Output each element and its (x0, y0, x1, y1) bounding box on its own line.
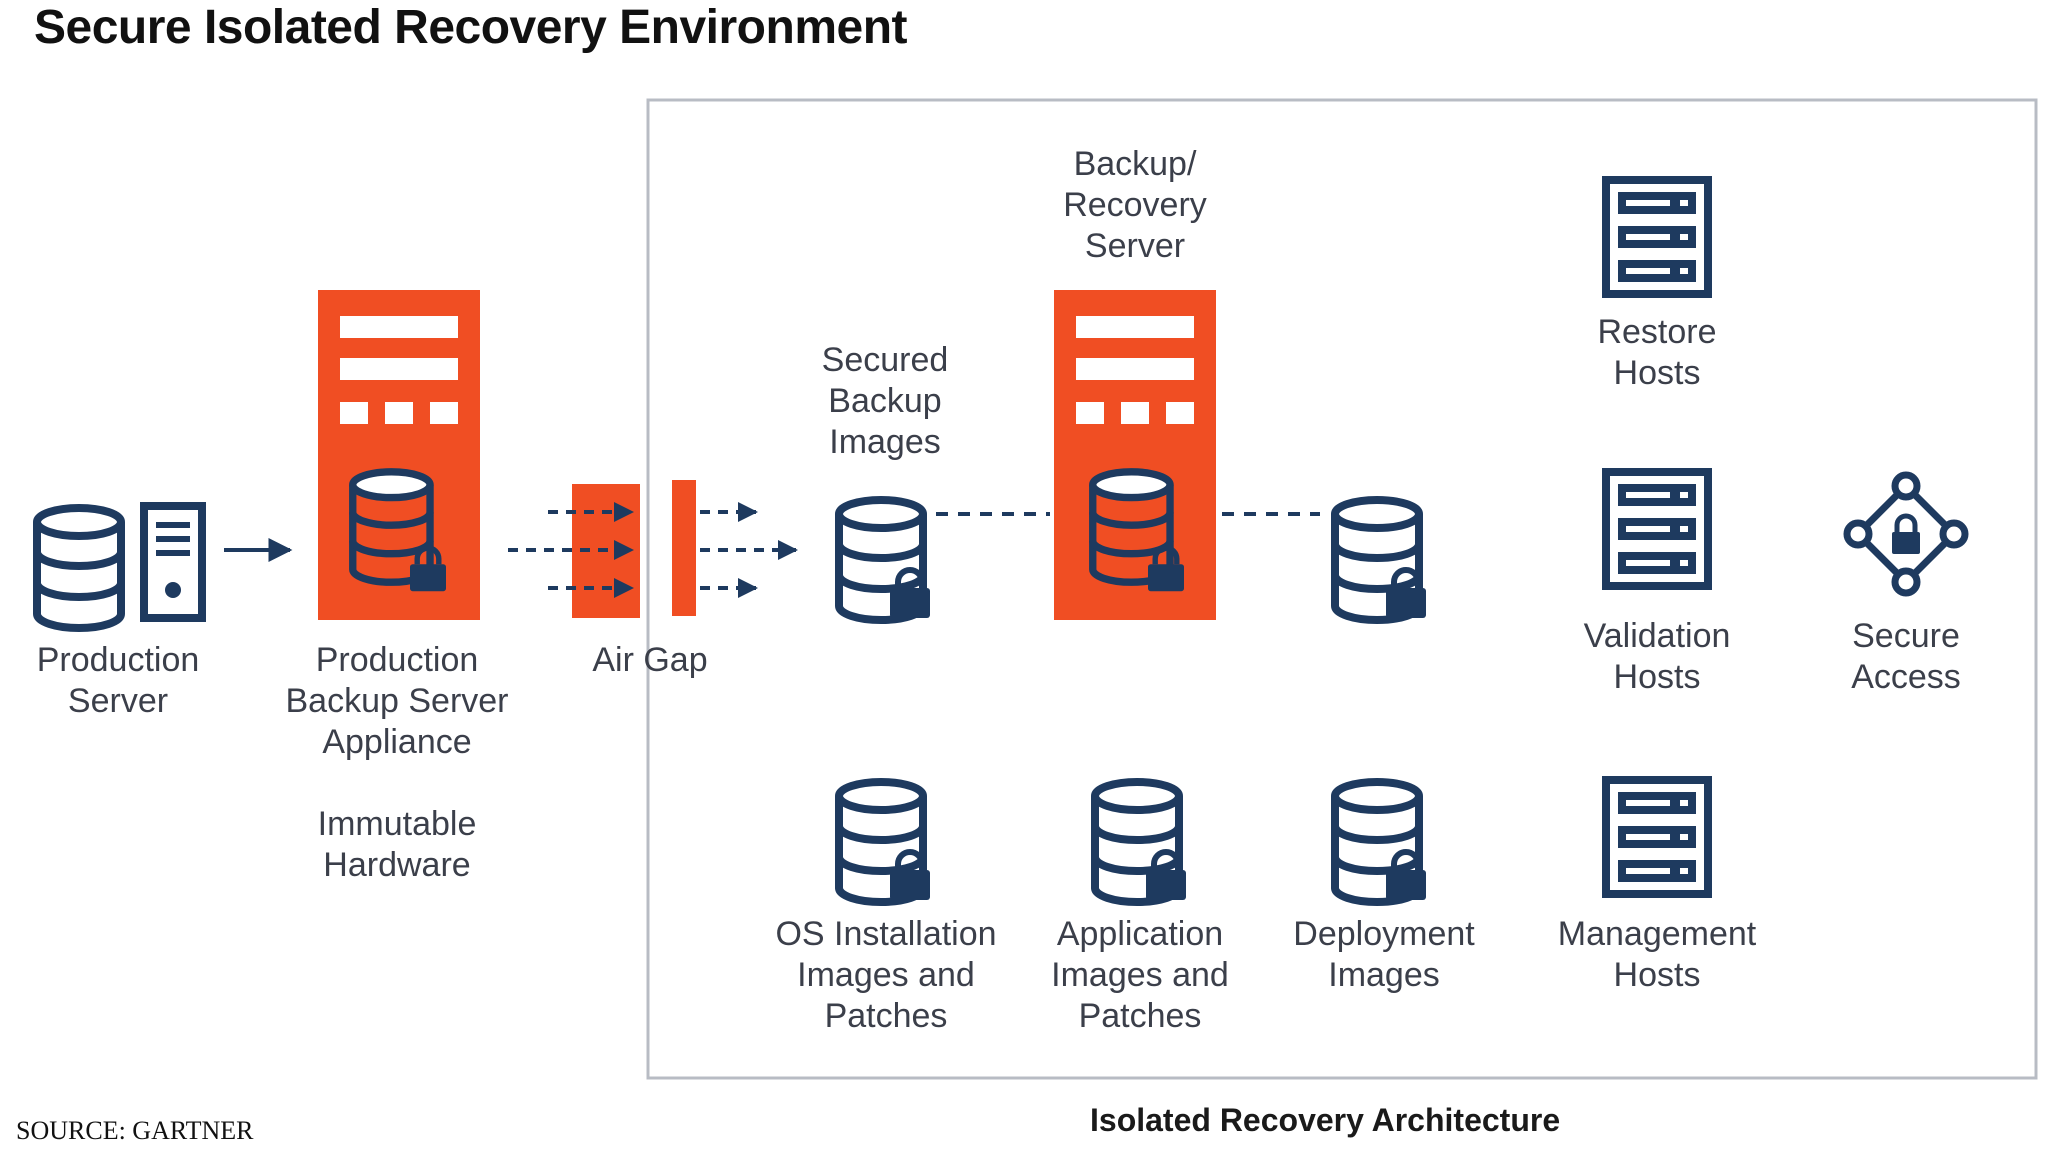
production-database-icon (37, 508, 121, 628)
validation-hosts-label: Validation Hosts (1583, 617, 1731, 696)
secure-access-label: Secure Access (1851, 617, 1961, 696)
restore-hosts-label: Restore Hosts (1597, 313, 1717, 392)
secured-backup-lock-icon (890, 570, 930, 618)
air-gap-block-right (672, 480, 696, 616)
recovery-server-label: Backup/ Recovery Server (1063, 145, 1207, 265)
deployment-images-lock-icon (1386, 852, 1426, 900)
app-images-lock-icon (1146, 852, 1186, 900)
validation-hosts-icon (1606, 472, 1708, 586)
management-hosts-icon (1606, 780, 1708, 894)
os-images-lock-icon (890, 852, 930, 900)
production-backup-appliance-icon (318, 290, 480, 620)
management-hosts-label: Management Hosts (1557, 915, 1757, 994)
isolated-region-frame (646, 98, 2038, 1080)
diagram-title: Secure Isolated Recovery Environment (34, 1, 908, 54)
secured-backup-label: Secured Backup Images (821, 341, 949, 461)
region-label: Isolated Recovery Architecture (1090, 1102, 1561, 1138)
air-gap-label: Air Gap (592, 641, 708, 679)
server-tower-icon (140, 502, 206, 622)
app-images-label: Application Images and Patches (1051, 915, 1229, 1035)
recovery-server-appliance-icon (1054, 290, 1216, 620)
production-server-label: Production Server (36, 641, 200, 720)
secure-access-lock-icon (1843, 471, 1969, 597)
os-images-label: OS Installation Images and Patches (775, 915, 997, 1035)
source-note: SOURCE: GARTNER (16, 1116, 254, 1145)
immutable-hardware-note: Immutable Hardware (317, 805, 477, 884)
deployment-images-label: Deployment Images (1293, 915, 1475, 994)
air-gap-dashed-arrows (508, 502, 798, 598)
restore-hosts-icon (1606, 180, 1708, 294)
recovered-database-lock-icon (1386, 570, 1426, 618)
production-backup-label: Production Backup Server Appliance (285, 641, 509, 761)
